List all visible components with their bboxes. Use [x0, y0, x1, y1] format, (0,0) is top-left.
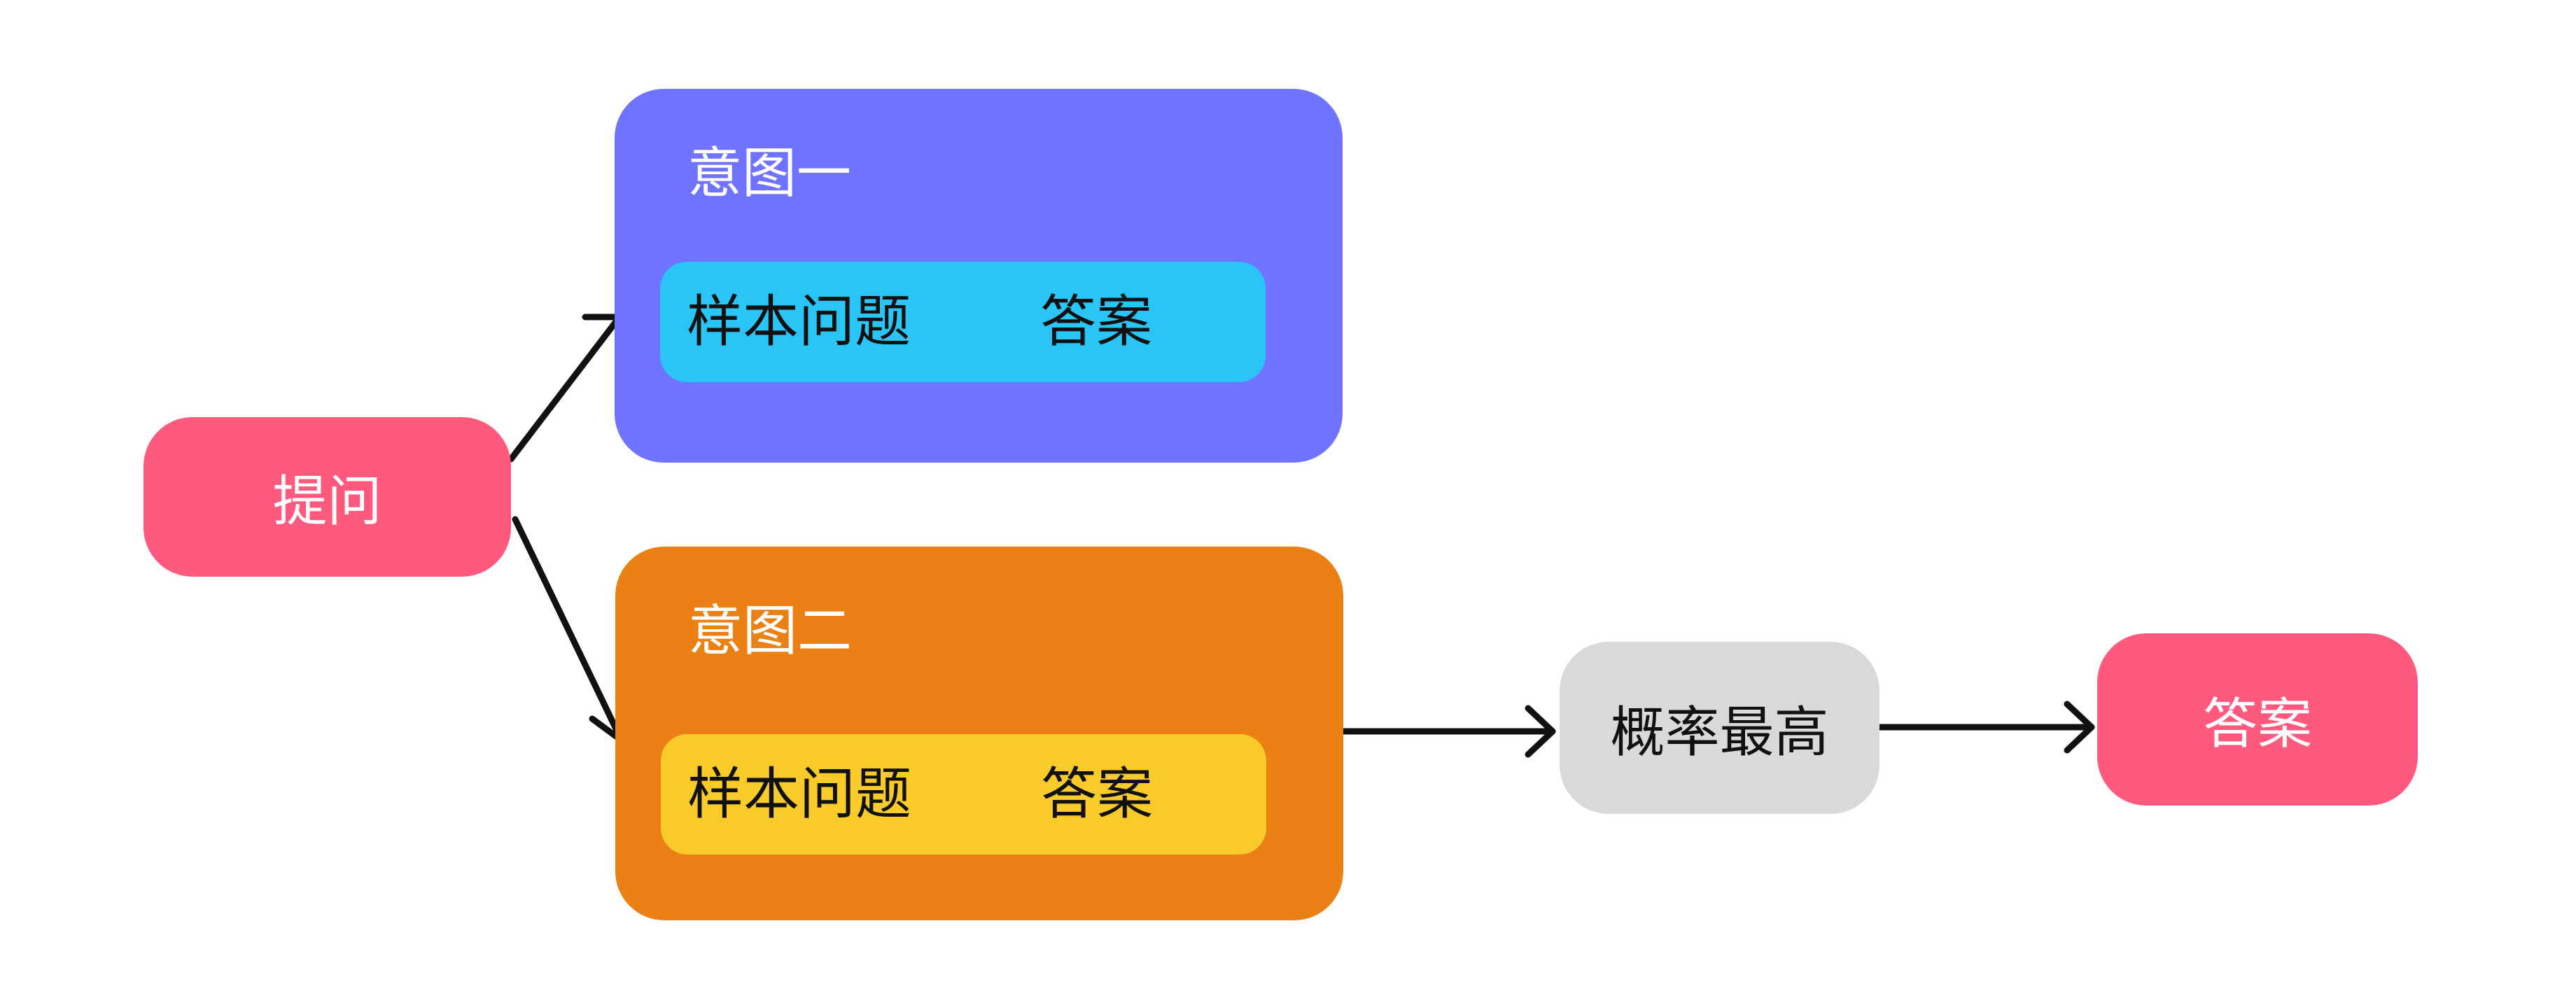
highest-probability-node: 概率最高: [1560, 642, 1879, 814]
intent-two-sample-row: 样本问题 答案: [661, 734, 1266, 855]
intent-two-sample-question: 样本问题: [687, 761, 911, 827]
intent-two-title: 意图二: [688, 600, 853, 663]
intent-one-sample-row: 样本问题 答案: [660, 262, 1266, 382]
arrow-question-to-intent-one: [507, 314, 623, 463]
intent-two-sample-answer: 答案: [1041, 761, 1153, 827]
question-node-label: 提问: [272, 470, 382, 533]
arrowhead-highest-prob: [1525, 705, 1556, 758]
highest-probability-label: 概率最高: [1610, 701, 1829, 764]
answer-node: 答案: [2097, 633, 2418, 806]
intent-one-title: 意图一: [687, 142, 852, 205]
arrow-question-to-intent-two: [512, 516, 625, 744]
answer-node-label: 答案: [2202, 693, 2312, 756]
arrowhead-answer: [2064, 701, 2095, 754]
intent-two-box: 意图二 样本问题 答案: [615, 547, 1343, 920]
intent-one-sample-question: 样本问题: [687, 289, 911, 354]
question-node: 提问: [144, 417, 511, 577]
intent-one-box: 意图一 样本问题 答案: [615, 89, 1343, 463]
intent-one-sample-answer: 答案: [1040, 289, 1152, 354]
